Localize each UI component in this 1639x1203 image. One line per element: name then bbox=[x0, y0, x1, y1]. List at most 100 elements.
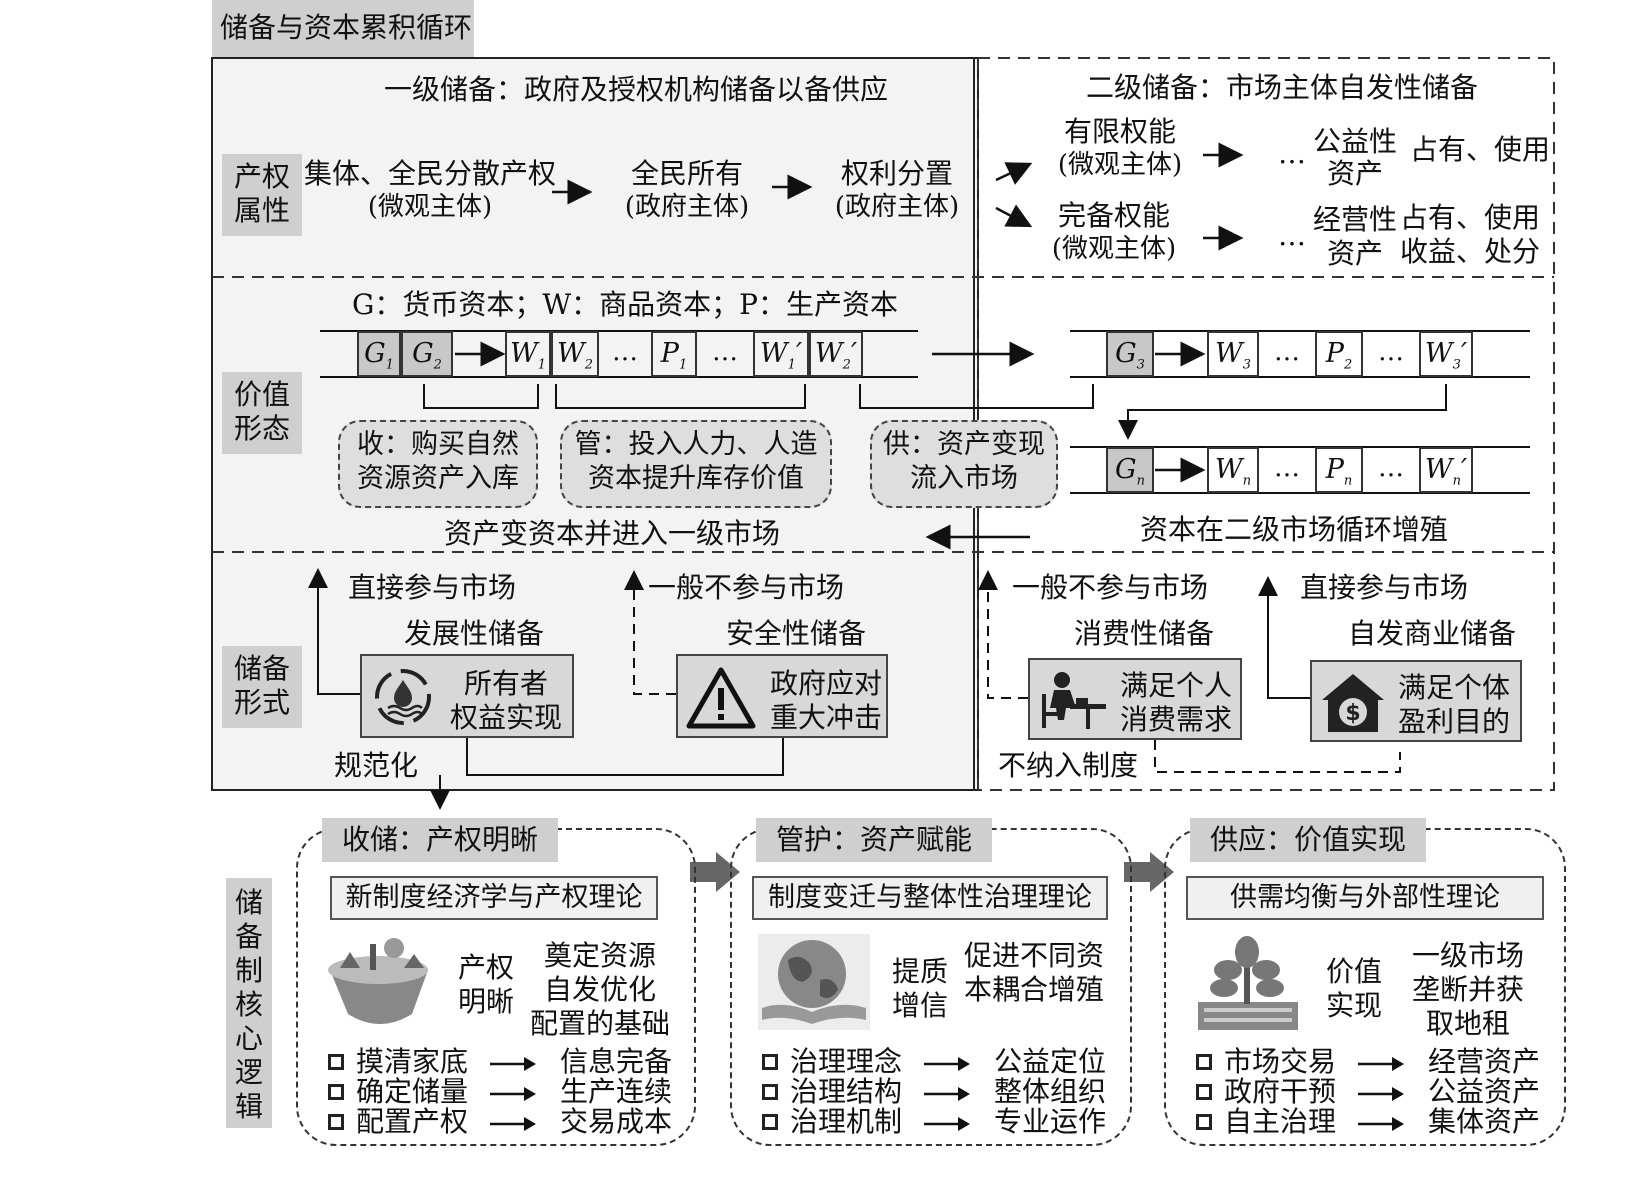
primary-heading: 一级储备：政府及授权机构储备以备供应 bbox=[384, 73, 889, 106]
public-asset-2: 资产 bbox=[1326, 157, 1383, 190]
checkbox-icon bbox=[1196, 1114, 1212, 1130]
limited-ellipsis: … bbox=[1278, 137, 1306, 170]
core-right-line2: 自发优化 bbox=[543, 973, 656, 1006]
tape-ellipsis: … bbox=[712, 337, 738, 367]
section-title: 储备与资本累积循环 bbox=[220, 11, 473, 44]
core-mid-line2: 明晰 bbox=[458, 985, 515, 1018]
safe-reserve-box: 政府应对 重大冲击 bbox=[676, 654, 888, 738]
core-right-line2: 垄断并获 bbox=[1411, 973, 1524, 1006]
core-item-right: 信息完备 bbox=[560, 1045, 673, 1078]
svg-text:$: $ bbox=[1345, 701, 1360, 726]
core-item-left: 市场交易 bbox=[1224, 1045, 1337, 1078]
core-right-line3: 取地租 bbox=[1425, 1007, 1510, 1040]
supply-box: 供：资产变现 流入市场 bbox=[870, 420, 1058, 508]
checkbox-icon bbox=[328, 1084, 344, 1100]
capital-legend: G：货币资本；W：商品资本；P：生产资本 bbox=[352, 288, 898, 321]
secondary-market-note: 资本在二级市场循环增殖 bbox=[1140, 513, 1449, 546]
checkbox-icon bbox=[1196, 1054, 1212, 1070]
arrow-right-icon bbox=[1358, 1087, 1404, 1101]
tape-cell-p2: P2 bbox=[1315, 331, 1363, 377]
tape-ellipsis: … bbox=[1274, 337, 1300, 367]
commerce-reserve-box: $ 满足个体 盈利目的 bbox=[1310, 660, 1522, 742]
core-item-right: 经营资产 bbox=[1428, 1045, 1541, 1078]
core-item-right: 整体组织 bbox=[994, 1075, 1107, 1108]
arrow-right-icon bbox=[490, 1087, 536, 1101]
house-dollar-icon: $ bbox=[1322, 674, 1384, 732]
full-rights-sub: (微观主体) bbox=[1051, 234, 1177, 264]
full-ellipsis: … bbox=[1278, 219, 1306, 252]
business-asset-2: 资产 bbox=[1326, 237, 1383, 270]
core-item-right: 集体资产 bbox=[1428, 1105, 1541, 1138]
dev-reserve-box: 所有者 权益实现 bbox=[360, 654, 574, 738]
core-panel-icon bbox=[1188, 930, 1308, 1034]
not-participate-2: 一般不参与市场 bbox=[1012, 571, 1209, 604]
checkbox-icon bbox=[1196, 1084, 1212, 1100]
core-panel-icon bbox=[754, 930, 874, 1034]
safe-reserve-title: 安全性储备 bbox=[726, 617, 867, 650]
tape-cell-p1: P1 bbox=[651, 331, 697, 377]
chain-step-1-sub: (微观主体) bbox=[367, 192, 493, 222]
full-rights: 完备权能 bbox=[1057, 199, 1170, 232]
collect-box-line1: 收：购买自然 bbox=[357, 429, 519, 460]
chain-step-2-sub: (政府主体) bbox=[624, 192, 750, 222]
core-right-line3: 配置的基础 bbox=[530, 1007, 671, 1040]
checkbox-icon bbox=[328, 1054, 344, 1070]
collect-box: 收：购买自然 资源资产入库 bbox=[338, 420, 538, 508]
arrow-right-icon bbox=[924, 1087, 970, 1101]
tape-cell-wn: Wn′ bbox=[1419, 447, 1473, 493]
arrow-right-icon bbox=[924, 1057, 970, 1071]
checkbox-icon bbox=[762, 1054, 778, 1070]
arrow-right-icon bbox=[1358, 1057, 1404, 1071]
core-item-right: 专业运作 bbox=[994, 1105, 1107, 1138]
checkbox-icon bbox=[762, 1114, 778, 1130]
limited-rights: 有限权能 bbox=[1063, 115, 1176, 148]
core-panel-icon bbox=[320, 930, 440, 1034]
public-asset: 公益性 bbox=[1312, 125, 1397, 158]
tape-cell-g2: G2 bbox=[401, 331, 453, 377]
supply-box-line1: 供：资产变现 bbox=[883, 429, 1045, 460]
public-asset-use: 占有、使用 bbox=[1410, 133, 1551, 166]
core-item-left: 治理结构 bbox=[790, 1075, 903, 1108]
core-item-left: 政府干预 bbox=[1224, 1075, 1337, 1108]
core-right-line1: 一级市场 bbox=[1411, 939, 1524, 972]
row-label-value: 价值形态 bbox=[222, 372, 302, 454]
direct-participate-1: 直接参与市场 bbox=[348, 571, 517, 604]
core-item-left: 配置产权 bbox=[356, 1105, 469, 1138]
core-mid-line2: 实现 bbox=[1326, 989, 1383, 1022]
core-mid-line1: 价值 bbox=[1326, 955, 1383, 988]
tape-cell-w1: W1′ bbox=[753, 331, 809, 377]
tape-ellipsis: … bbox=[1378, 453, 1404, 483]
core-panel-theory: 供需均衡与外部性理论 bbox=[1186, 876, 1544, 920]
core-item-left: 摸清家底 bbox=[356, 1045, 469, 1078]
consume-reserve-line2: 消费需求 bbox=[1119, 703, 1232, 736]
checkbox-icon bbox=[762, 1084, 778, 1100]
core-panel-tag: 管护：资产赋能 bbox=[756, 818, 993, 862]
tape-cell-wn: Wn bbox=[1207, 447, 1259, 493]
safe-reserve-line1: 政府应对 bbox=[769, 667, 882, 700]
tape-ellipsis: … bbox=[1274, 453, 1300, 483]
checkbox-icon bbox=[328, 1114, 344, 1130]
business-asset: 经营性 bbox=[1312, 203, 1397, 236]
core-right-line2: 本耦合增殖 bbox=[964, 973, 1105, 1006]
business-asset-use1: 占有、使用 bbox=[1400, 201, 1541, 234]
limited-rights-sub: (微观主体) bbox=[1057, 150, 1183, 180]
section-title-tab bbox=[212, 0, 474, 58]
tape-cell-w2: W2′ bbox=[809, 331, 863, 377]
core-item-left: 确定储量 bbox=[356, 1075, 469, 1108]
dev-reserve-line1: 所有者 bbox=[463, 667, 548, 700]
row-label-property: 产权属性 bbox=[222, 154, 302, 236]
chain-step-1: 集体、全民分散产权 bbox=[304, 157, 557, 190]
row-label-core: 储备制核心逻辑 bbox=[226, 878, 272, 1128]
core-mid-line1: 产权 bbox=[458, 951, 515, 984]
tape-cell-w3: W3′ bbox=[1419, 331, 1473, 377]
tape-cell-gn: Gn bbox=[1106, 447, 1154, 493]
chain-step-2: 全民所有 bbox=[630, 157, 743, 190]
direct-participate-2: 直接参与市场 bbox=[1300, 571, 1469, 604]
consume-reserve-box: 满足个人 消费需求 bbox=[1028, 658, 1242, 740]
tape-cell-g3: G3 bbox=[1106, 331, 1154, 377]
arrow-right-icon bbox=[490, 1117, 536, 1131]
tape-cell-w3: W3 bbox=[1207, 331, 1259, 377]
arrow-right-icon bbox=[1358, 1117, 1404, 1131]
core-mid-line1: 提质 bbox=[892, 955, 949, 988]
consume-reserve-title: 消费性储备 bbox=[1074, 617, 1215, 650]
